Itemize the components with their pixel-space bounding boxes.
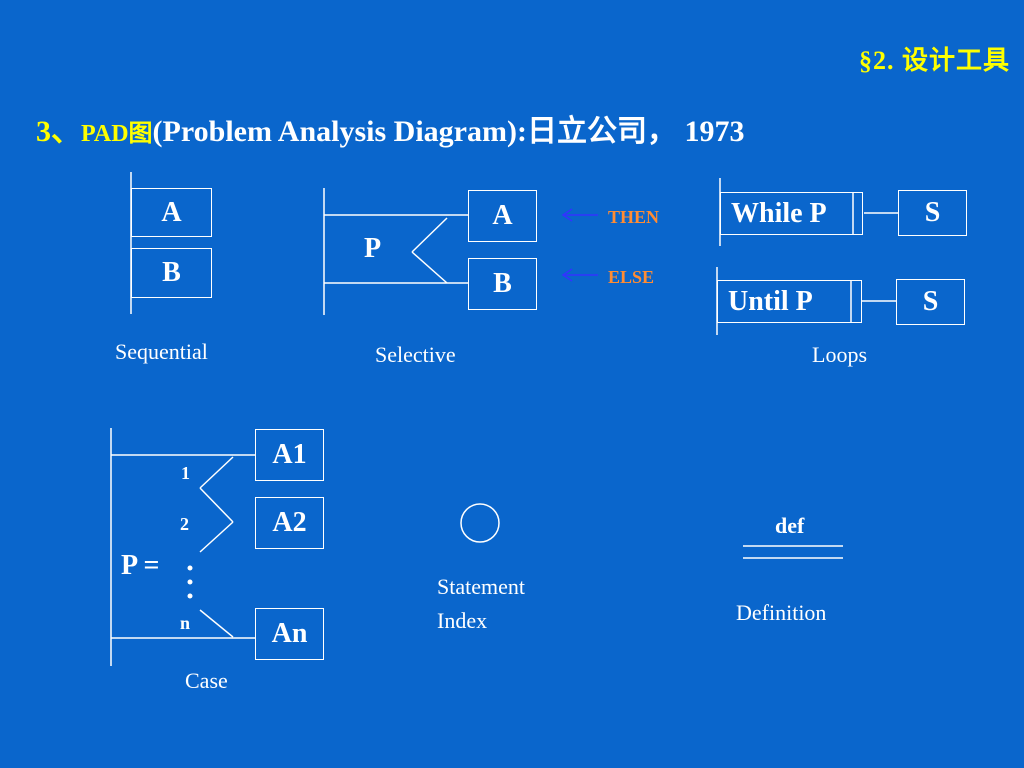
selective-else-branch xyxy=(411,251,448,284)
until-box: Until P xyxy=(717,280,862,323)
sequential-caption: Sequential xyxy=(115,339,208,364)
case-label-1: 1 xyxy=(181,463,190,483)
loops-caption: Loops xyxy=(812,342,867,367)
until-body-box: S xyxy=(896,279,965,325)
then-arrow-icon xyxy=(561,208,598,222)
while-box: While P xyxy=(720,192,863,235)
statement-index-caption-line1: Statement xyxy=(437,574,525,599)
selective-box-a: A xyxy=(468,190,537,242)
section-title: §2. 设计工具 xyxy=(858,46,1010,75)
else-label: ELSE xyxy=(608,267,655,287)
case-box-an: An xyxy=(255,608,324,660)
case-branch-n xyxy=(199,609,234,638)
page-title: 3、PAD图(Problem Analysis Diagram):日立公司， 1… xyxy=(36,106,744,150)
case-caption: Case xyxy=(185,668,228,693)
else-arrow-icon xyxy=(561,268,598,282)
title-number: 3、 xyxy=(36,115,81,148)
case-label-2: 2 xyxy=(180,514,189,534)
selective-caption: Selective xyxy=(375,342,456,367)
case-branch-1 xyxy=(199,456,234,489)
sequential-box-a: A xyxy=(131,188,212,237)
case-box-a1: A1 xyxy=(255,429,324,481)
title-rest: (Problem Analysis Diagram):日立公司， 1973 xyxy=(152,115,745,148)
case-ellipsis xyxy=(187,565,193,599)
statement-index-caption-line2: Index xyxy=(437,608,488,633)
case-branch-2-top xyxy=(199,487,234,523)
selective-then-branch xyxy=(411,217,448,253)
title-pad: PAD图 xyxy=(81,121,153,147)
sequential-box-b: B xyxy=(131,248,212,298)
then-label: THEN xyxy=(608,207,660,227)
case-condition: P = xyxy=(121,550,160,581)
selective-condition: P xyxy=(364,233,382,264)
while-body-box: S xyxy=(898,190,967,236)
case-box-a2: A2 xyxy=(255,497,324,549)
statement-index-circle xyxy=(460,503,500,543)
selective-box-b: B xyxy=(468,258,537,310)
case-branch-2-bottom xyxy=(199,521,234,553)
definition-label: def xyxy=(775,513,805,538)
definition-caption: Definition xyxy=(736,600,827,625)
case-label-n: n xyxy=(180,613,191,633)
